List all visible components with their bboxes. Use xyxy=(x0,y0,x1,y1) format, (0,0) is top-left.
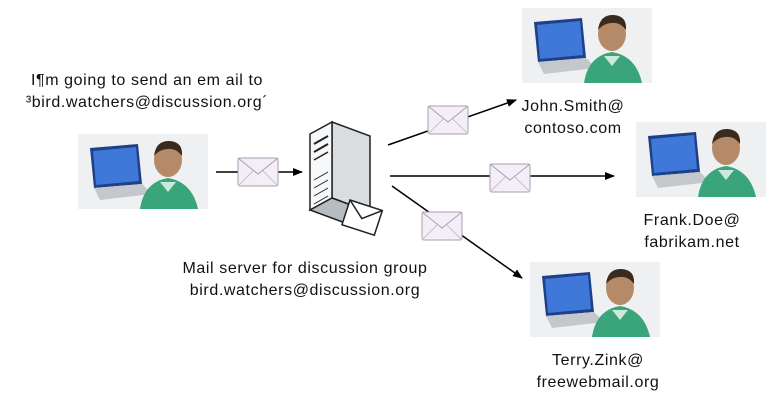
recipient-john-line1: John.Smith@ xyxy=(521,98,625,115)
recipient-frank-line2: fabrikam.net xyxy=(644,234,740,251)
recipient-john-line2: contoso.com xyxy=(524,120,622,137)
sender-speech: I¶m going to send an em ail to ³bird.wat… xyxy=(4,70,290,114)
envelope-icon xyxy=(237,157,279,187)
server-envelope-icon xyxy=(341,199,384,237)
recipient-john-label: John.Smith@ contoso.com xyxy=(500,96,646,140)
recipient-frank-user-icon xyxy=(636,122,766,197)
sender-speech-line1: I¶m going to send an em ail to xyxy=(30,72,264,89)
sender-user-icon xyxy=(78,134,208,209)
recipient-terry-label: Terry.Zink@ freewebmail.org xyxy=(520,350,676,394)
sender-speech-line2: ³bird.watchers@discussion.org´ xyxy=(25,94,269,111)
server-caption-line2: bird.watchers@discussion.org xyxy=(189,282,421,299)
recipient-terry-user-icon xyxy=(530,262,660,337)
recipient-frank-line1: Frank.Doe@ xyxy=(643,212,741,229)
recipient-terry-line2: freewebmail.org xyxy=(536,374,660,391)
server-caption: Mail server for discussion group bird.wa… xyxy=(160,258,450,302)
recipient-terry-line1: Terry.Zink@ xyxy=(552,352,644,369)
envelope-icon xyxy=(489,163,531,193)
recipient-john-user-icon xyxy=(522,8,652,83)
envelope-icon xyxy=(427,105,469,135)
envelope-icon xyxy=(421,211,463,241)
server-caption-line1: Mail server for discussion group xyxy=(182,260,428,277)
recipient-frank-label: Frank.Doe@ fabrikam.net xyxy=(622,210,762,254)
